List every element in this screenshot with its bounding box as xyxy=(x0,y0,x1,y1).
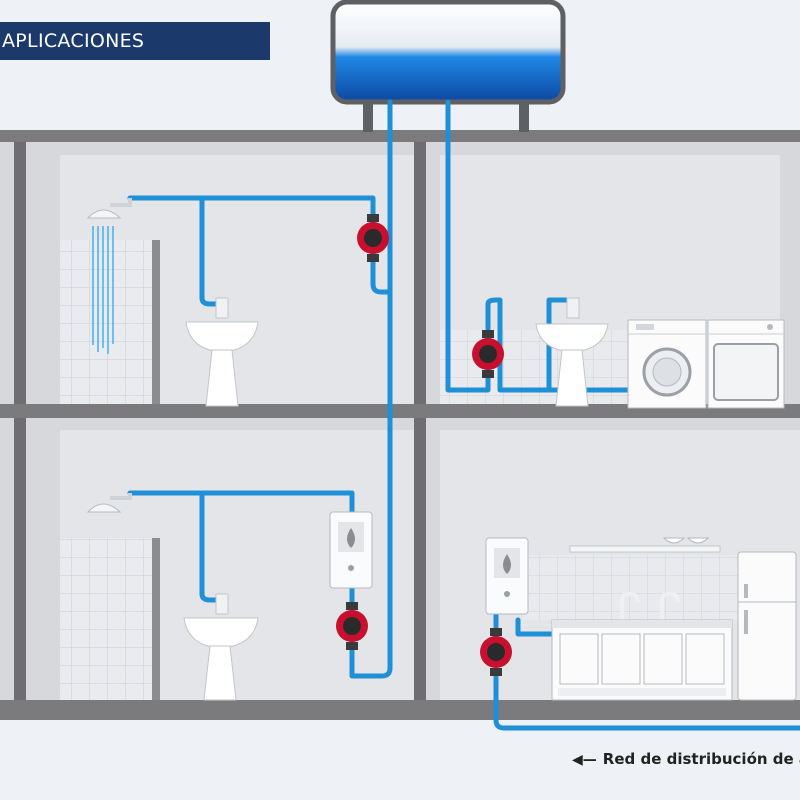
kitchen-faucets xyxy=(620,591,680,620)
pipe-laundry-tap xyxy=(546,297,577,393)
pump-lower-bathroom xyxy=(336,602,368,650)
distribution-network-text: Red de distribución de a xyxy=(602,750,800,768)
page-title: APLICACIONES xyxy=(0,22,270,60)
kitchen-cabinets xyxy=(551,619,733,701)
room-left-upper xyxy=(0,142,14,404)
pipe-laundry-sink xyxy=(485,297,573,393)
pipe-upper-sink xyxy=(199,195,225,307)
arrow-left-icon: ◀— xyxy=(572,752,597,768)
sink-upper-laundry xyxy=(535,297,609,407)
pipe-upper-bathroom xyxy=(127,195,393,295)
heater-lower-kitchen xyxy=(485,537,529,615)
pipe-distribution-ground xyxy=(493,700,800,731)
dryer xyxy=(707,319,785,409)
sink-lower-bathroom xyxy=(183,593,259,701)
pipe-lower-sink xyxy=(199,490,225,603)
shower-upper xyxy=(86,198,132,354)
pipe-kitchen-sink xyxy=(515,617,559,637)
main-riser-pipe xyxy=(349,99,393,679)
washing-machine xyxy=(627,319,707,409)
room-left-lower xyxy=(0,418,14,700)
sink-upper-bathroom xyxy=(185,297,259,407)
pump-lower-kitchen xyxy=(480,628,512,676)
heater-lower-bathroom xyxy=(329,511,373,589)
pump-upper-bathroom xyxy=(357,214,389,262)
pump-upper-laundry xyxy=(472,330,504,378)
distribution-network-label: ◀— Red de distribución de a xyxy=(572,746,800,772)
kitchen-shelf xyxy=(569,537,721,553)
refrigerator xyxy=(737,551,797,701)
shower-lower xyxy=(86,493,132,513)
